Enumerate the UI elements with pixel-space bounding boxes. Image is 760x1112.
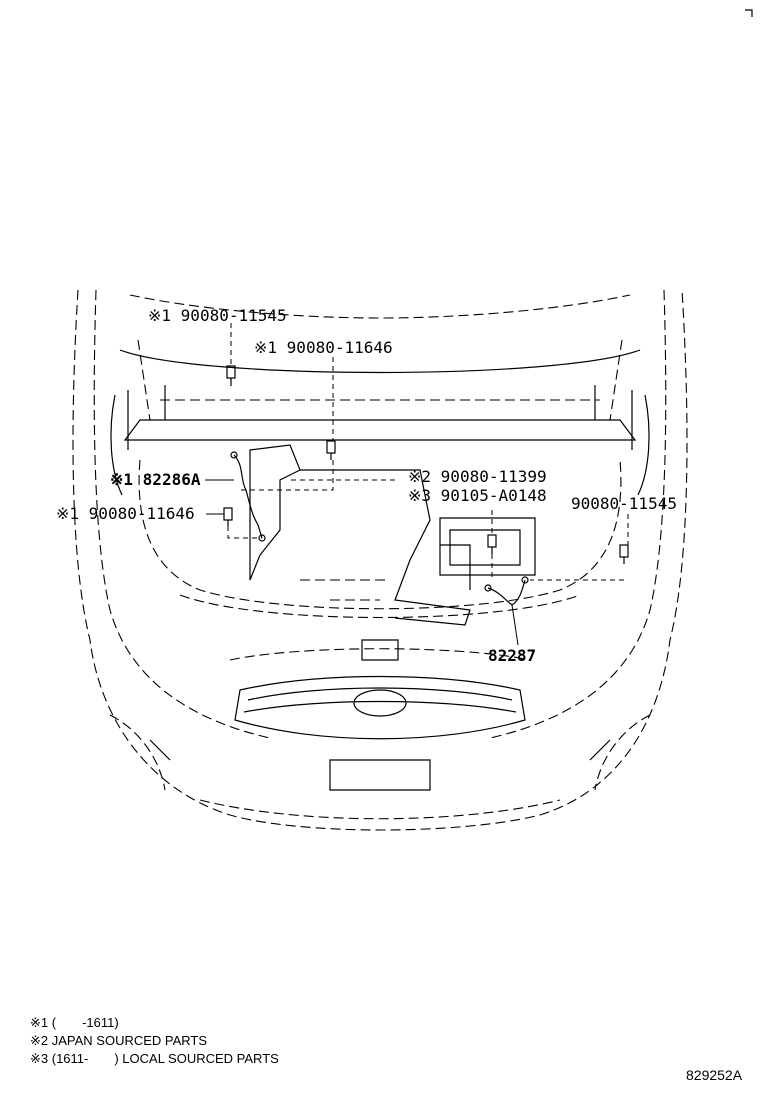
footnote-3: ※3 (1611- ) LOCAL SOURCED PARTS: [30, 1051, 279, 1066]
bolt-icon: [487, 534, 497, 554]
corner-marks: [745, 9, 753, 17]
callout-90105-A0148: ※3 90105-A0148: [408, 486, 547, 505]
vehicle-body-outline: [72, 289, 688, 831]
leader-lines: [205, 323, 629, 646]
footnote-2: ※2 JAPAN SOURCED PARTS: [30, 1033, 207, 1048]
bolt-icon: [223, 507, 233, 526]
sensor-wire-icon: [230, 451, 266, 542]
bolt-icon: [619, 544, 629, 564]
callout-90080-11545-right: 90080-11545: [571, 494, 677, 513]
callout-90080-11646-left: ※1 90080-11646: [56, 504, 195, 523]
callout-90080-11646-top: ※1 90080-11646: [254, 338, 393, 357]
sensor-wire-icon: [484, 576, 529, 606]
callout-90080-11399: ※2 90080-11399: [408, 467, 547, 486]
callout-90080-11545-top: ※1 90080-11545: [148, 306, 287, 325]
illustration-code: 829252A: [686, 1067, 743, 1083]
bolt-icon: [326, 440, 336, 460]
bolt-icon: [226, 365, 236, 386]
callout-82286A: ※1 82286A: [110, 470, 201, 489]
callout-82287: 82287: [488, 646, 536, 665]
footnote-1: ※1 ( -1611): [30, 1015, 119, 1030]
